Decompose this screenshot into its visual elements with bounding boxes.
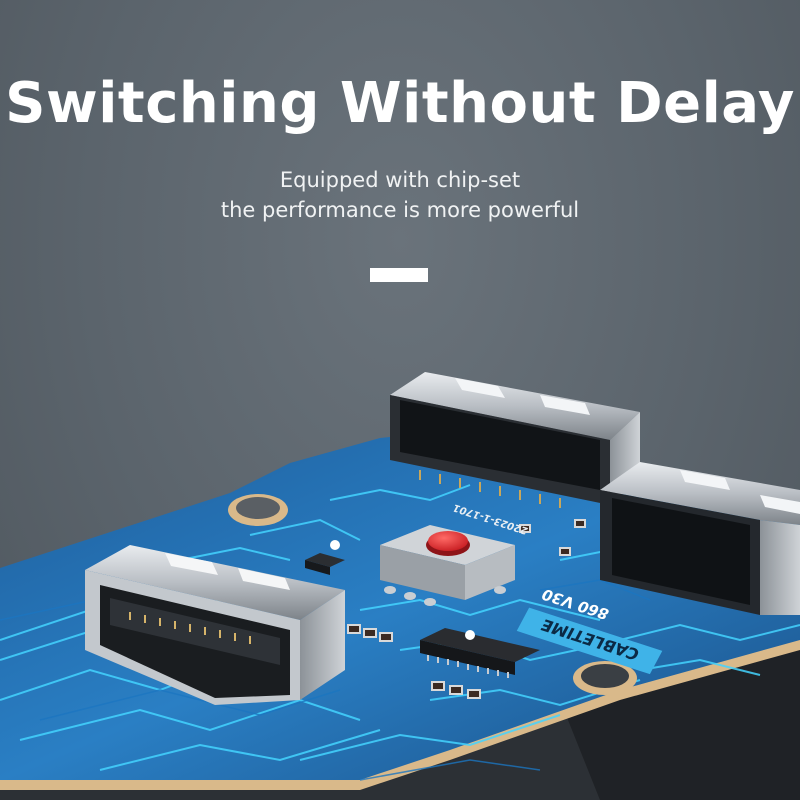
smd-components <box>305 519 586 699</box>
headline: Switching Without Delay <box>5 71 795 136</box>
ic-chip <box>420 628 540 678</box>
divider-bar <box>370 268 428 282</box>
tactile-switch <box>380 525 515 606</box>
mounting-hole-right <box>573 661 637 695</box>
mounting-hole-left <box>228 494 288 526</box>
red-button <box>428 531 468 551</box>
hdmi-port-front <box>85 545 345 705</box>
subtitle-line-1: Equipped with chip-set <box>279 168 521 192</box>
subtitle-line-2: the performance is more powerful <box>220 198 580 222</box>
hdmi-port-right <box>600 462 800 615</box>
